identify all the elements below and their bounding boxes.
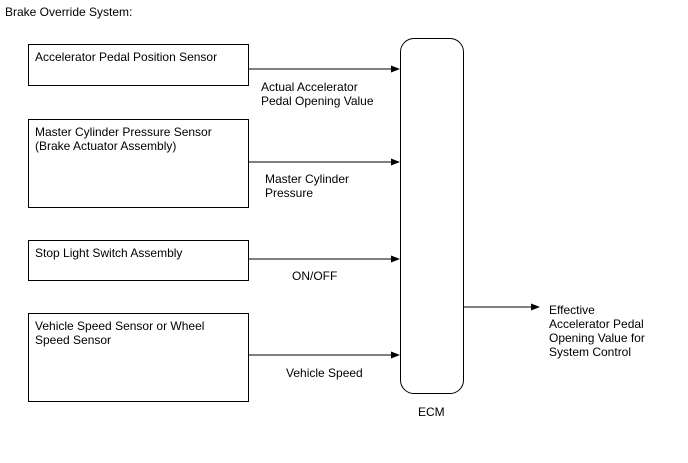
stop-light-switch-assembly-box: Stop Light Switch Assembly bbox=[28, 240, 249, 281]
vehicle-speed-sensor-label: Vehicle Speed Sensor or Wheel Speed Sens… bbox=[35, 319, 205, 347]
master-cylinder-pressure-sensor-box: Master Cylinder Pressure Sensor (Brake A… bbox=[28, 119, 249, 208]
ecm-label: ECM bbox=[418, 405, 445, 419]
master-cylinder-pressure-sensor-label: Master Cylinder Pressure Sensor (Brake A… bbox=[35, 125, 212, 153]
master-cylinder-pressure-label: Master Cylinder Pressure bbox=[265, 172, 350, 200]
actual-accelerator-pedal-opening-value-label: Actual Accelerator Pedal Opening Value bbox=[261, 80, 374, 108]
accelerator-pedal-position-sensor-label: Accelerator Pedal Position Sensor bbox=[35, 50, 218, 64]
diagram-title: Brake Override System: bbox=[5, 5, 133, 19]
on-off-label: ON/OFF bbox=[292, 269, 338, 283]
stop-light-arrowhead bbox=[391, 255, 400, 263]
accelerator-arrowhead bbox=[391, 65, 400, 73]
effective-accelerator-pedal-opening-value-label: Effective Accelerator Pedal Opening Valu… bbox=[549, 303, 645, 359]
accelerator-pedal-position-sensor-box: Accelerator Pedal Position Sensor bbox=[28, 44, 249, 86]
output-arrowhead bbox=[531, 303, 540, 311]
master-cylinder-arrowhead bbox=[391, 158, 400, 166]
ecm-block bbox=[400, 38, 464, 394]
vehicle-speed-arrowhead bbox=[391, 351, 400, 359]
vehicle-speed-sensor-box: Vehicle Speed Sensor or Wheel Speed Sens… bbox=[28, 313, 249, 402]
vehicle-speed-label: Vehicle Speed bbox=[286, 366, 363, 380]
stop-light-switch-assembly-label: Stop Light Switch Assembly bbox=[35, 246, 183, 260]
